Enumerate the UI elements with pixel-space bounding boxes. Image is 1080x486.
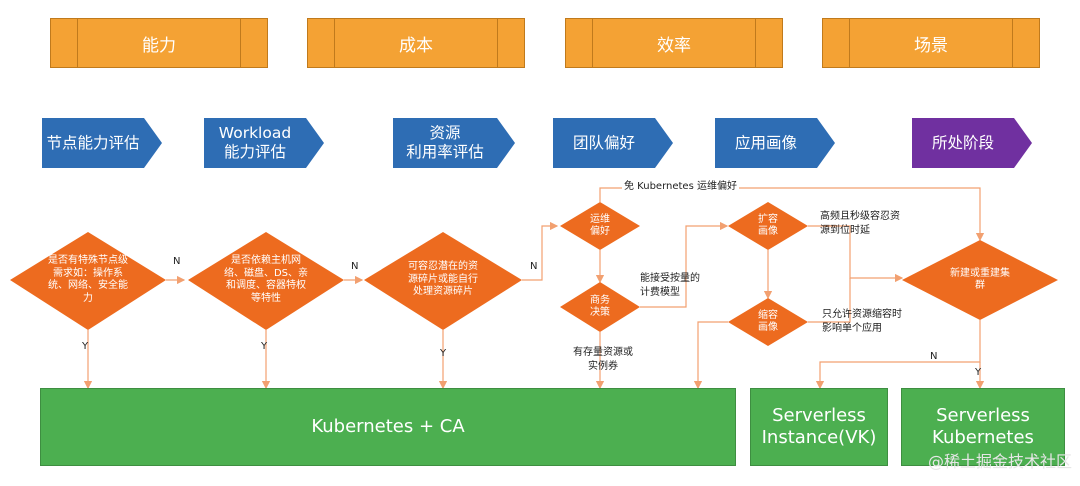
edge-label-no-k8s-ops: 免 Kubernetes 运维偏好 [622, 180, 739, 194]
edge-label-existing-resources: 有存量资源或实例券 [573, 347, 633, 372]
edge-label-n1: N [173, 256, 181, 267]
decision-special-node: 是否有特殊节点级需求如：操作系统、网络、安全能力 [48, 255, 128, 304]
edge-scalein-ka [693, 321, 728, 390]
decision-business-shape [560, 282, 640, 332]
edge-label-y1: Y [82, 341, 89, 352]
watermark: @稀土掘金技术社区 [927, 452, 1072, 471]
result-serverless-instance: Serverless Instance(VK) [750, 388, 888, 466]
decision-new-cluster-shape [902, 240, 1058, 320]
decision-host-dependency-shape [188, 232, 344, 330]
edge-scalein-newcluster [808, 278, 851, 323]
decision-special-node-shape [10, 232, 166, 330]
decision-host-dependency: 是否依赖主机网络、磁盘、DS、亲和调度、容器特权等特性 [223, 255, 309, 304]
decision-resource-fragment-shape [364, 232, 522, 330]
decision-business: 商务决策 [590, 294, 610, 319]
step-resource-utilization: 资源利用率评估 [393, 118, 515, 168]
decision-resource-fragment: 可容忍潜在的资源碎片或能自行处理资源碎片 [408, 261, 478, 298]
step-label: 应用画像 [734, 133, 797, 152]
edge-label-scale-in-only: 只允许资源缩容时影响单个应用 [822, 309, 902, 334]
header-scenario: 场景 [822, 18, 1040, 68]
edge-label-high-freq: 高频且秒级容忍资源到位时延 [820, 211, 900, 236]
edge-label-pay-per-use: 能接受按量的计费模型 [640, 273, 700, 298]
decision-scalein-shape [728, 298, 808, 346]
step-label: 团队偏好 [572, 133, 635, 152]
edge-newcluster-si [815, 320, 981, 390]
step-label: 利用率评估 [406, 143, 484, 161]
edge-label-y3: Y [440, 348, 447, 359]
step-label: 能力评估 [223, 143, 286, 161]
step-label: Workload [218, 124, 292, 143]
result-kubernetes-ca: Kubernetes + CA [40, 388, 736, 466]
step-label: 所处阶段 [931, 133, 994, 152]
step-app-profile: 应用画像 [715, 118, 835, 168]
decision-scaleout-shape [728, 202, 808, 250]
edge-label-y2: Y [261, 341, 268, 352]
decision-ops-preference-shape [560, 202, 640, 250]
header-cost: 成本 [307, 18, 525, 68]
header-efficiency: 效率 [565, 18, 783, 68]
edge-label-y-new: Y [975, 367, 982, 378]
step-label: 节点能力评估 [46, 133, 140, 152]
edge-label-n2: N [351, 261, 359, 272]
header-capability: 能力 [50, 18, 268, 68]
edge-ops-newcluster [599, 187, 985, 242]
step-label: 资源 [429, 124, 461, 143]
decision-ops-preference: 运维偏好 [590, 213, 610, 238]
step-team-preference: 团队偏好 [553, 118, 673, 168]
edge-label-n3: N [530, 261, 538, 272]
step-current-stage: 所处阶段 [912, 118, 1032, 168]
result-serverless-kubernetes: Serverless Kubernetes [901, 388, 1065, 466]
decision-scaleout: 扩容画像 [758, 213, 778, 238]
edge-scaleout-newcluster [808, 225, 904, 283]
edge-biz-scaleout [640, 221, 729, 308]
step-node-capability: 节点能力评估 [42, 118, 162, 168]
decision-scalein: 缩容画像 [758, 309, 778, 334]
edge-d3-ops [522, 221, 559, 281]
decision-new-cluster: 新建或重建集群 [950, 267, 1010, 292]
edge-label-n-new: N [930, 351, 938, 362]
